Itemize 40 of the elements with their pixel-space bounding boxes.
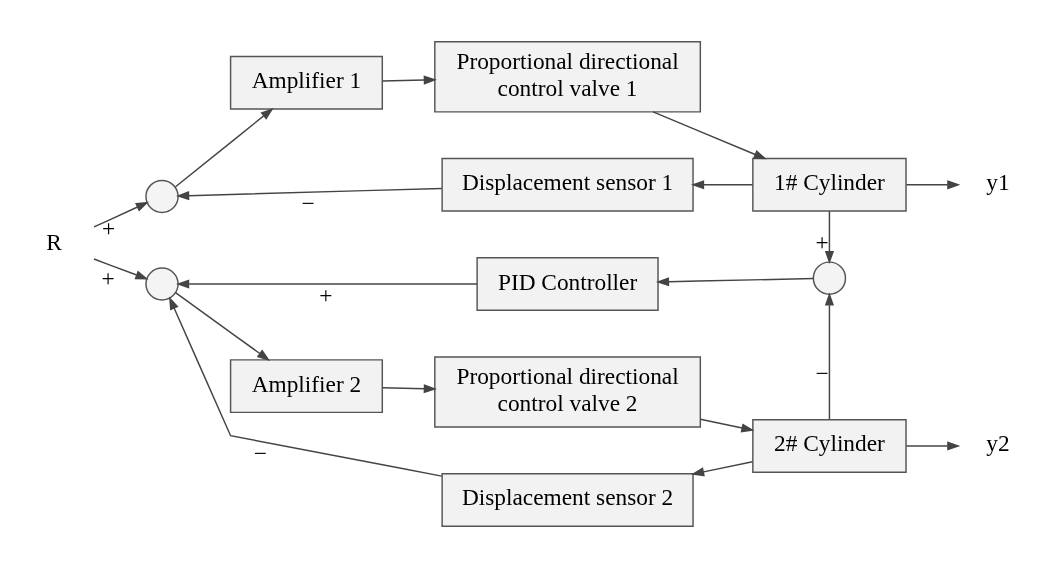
node-box: Amplifier 2: [229, 359, 384, 414]
arrow: [169, 296, 443, 477]
edge-label: +: [101, 214, 116, 241]
node-box: 1# Cylinder: [752, 157, 907, 212]
node-box: Proportional directional control valve 2: [434, 356, 702, 428]
edge-label: +: [101, 264, 115, 291]
node-circle: [812, 261, 847, 295]
edge-label: −: [815, 359, 829, 386]
arrow: [381, 75, 437, 85]
arrow: [176, 187, 443, 201]
node-circle: [145, 179, 179, 214]
edge-label: +: [815, 229, 829, 256]
arrow: [93, 258, 149, 280]
arrow: [174, 291, 271, 361]
edge-label: −: [253, 440, 267, 467]
node-text: y1: [986, 169, 1010, 196]
node-text: R: [46, 229, 62, 256]
node-box: PID Controller: [476, 257, 659, 311]
arrow: [905, 441, 961, 451]
node-circle: [145, 267, 179, 301]
arrow: [699, 418, 755, 433]
edge-label: +: [319, 281, 333, 308]
arrow: [652, 111, 767, 160]
arrow: [824, 210, 835, 265]
node-box: 2# Cylinder: [752, 418, 907, 473]
arrow: [93, 201, 149, 228]
arrow: [691, 180, 754, 190]
node-text: y2: [986, 430, 1010, 457]
arrow: [176, 279, 478, 289]
arrow: [824, 292, 835, 420]
arrow: [655, 277, 815, 287]
node-box: Amplifier 1: [229, 55, 384, 110]
edge-label: −: [301, 189, 315, 216]
arrow: [905, 180, 961, 190]
arrow: [174, 107, 274, 188]
arrow: [381, 384, 437, 394]
node-box: Displacement sensor 1: [441, 157, 694, 212]
node-box: Proportional directional control valve 1: [434, 41, 702, 113]
arrow: [691, 460, 754, 477]
node-box: Displacement sensor 2: [441, 472, 694, 527]
